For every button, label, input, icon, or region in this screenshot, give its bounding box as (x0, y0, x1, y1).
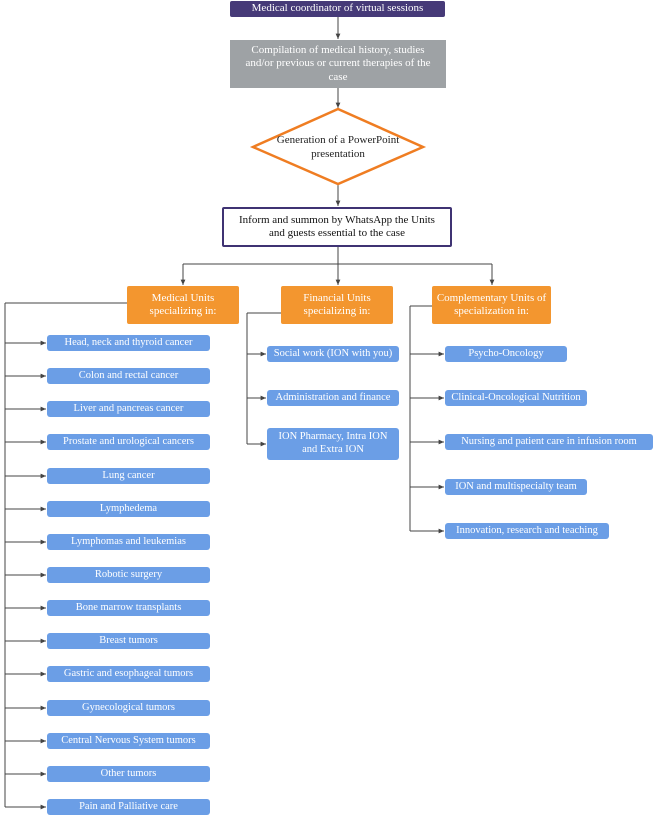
medical-unit-item: Gynecological tumors (47, 700, 210, 716)
financial-unit-item: ION Pharmacy, Intra ION and Extra ION (267, 428, 399, 460)
medical-unit-item: Central Nervous System tumors (47, 733, 210, 749)
complementary-unit-item: Nursing and patient care in infusion roo… (445, 434, 653, 450)
financial-unit-item: Social work (ION with you) (267, 346, 399, 362)
financial-units-header: Financial Units specializing in: (281, 286, 393, 324)
medical-unit-item: Gastric and esophageal tumors (47, 666, 210, 682)
medical-unit-item: Prostate and urological cancers (47, 434, 210, 450)
medical-unit-item: Lung cancer (47, 468, 210, 484)
complementary-unit-item: Innovation, research and teaching (445, 523, 609, 539)
presentation-label: Generation of a PowerPoint presentation (276, 133, 400, 160)
complementary-unit-item: ION and multispecialty team (445, 479, 587, 495)
history-box: Compilation of medical history, studies … (230, 40, 446, 88)
medical-unit-item: Lymphedema (47, 501, 210, 517)
complementary-units-header: Complementary Units of specialization in… (432, 286, 551, 324)
medical-unit-item: Other tumors (47, 766, 210, 782)
inform-box: Inform and summon by WhatsApp the Units … (222, 207, 452, 247)
medical-unit-item: Bone marrow transplants (47, 600, 210, 616)
medical-unit-item: Colon and rectal cancer (47, 368, 210, 384)
medical-unit-item: Liver and pancreas cancer (47, 401, 210, 417)
medical-unit-item: Lymphomas and leukemias (47, 534, 210, 550)
medical-unit-item: Head, neck and thyroid cancer (47, 335, 210, 351)
medical-unit-item: Pain and Palliative care (47, 799, 210, 815)
financial-unit-item: Administration and finance (267, 390, 399, 406)
complementary-unit-item: Clinical-Oncological Nutrition (445, 390, 587, 406)
medical-unit-item: Breast tumors (47, 633, 210, 649)
complementary-unit-item: Psycho-Oncology (445, 346, 567, 362)
medical-units-header: Medical Units specializing in: (127, 286, 239, 324)
medical-unit-item: Robotic surgery (47, 567, 210, 583)
coordinator-box: Medical coordinator of virtual sessions (230, 1, 445, 17)
decision-diamond (249, 107, 427, 186)
